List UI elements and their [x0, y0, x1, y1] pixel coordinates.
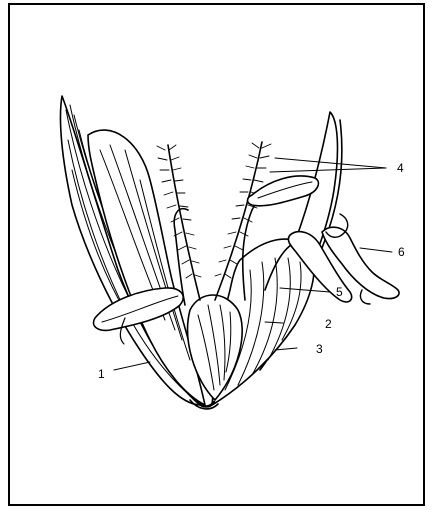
label-5: 5	[336, 286, 343, 298]
stigma-left-stem	[168, 145, 200, 300]
label-1: 1	[98, 368, 105, 380]
label-6: 6	[398, 246, 405, 258]
label-3: 3	[316, 343, 323, 355]
label-4: 4	[397, 162, 404, 174]
label-2: 2	[325, 318, 332, 330]
